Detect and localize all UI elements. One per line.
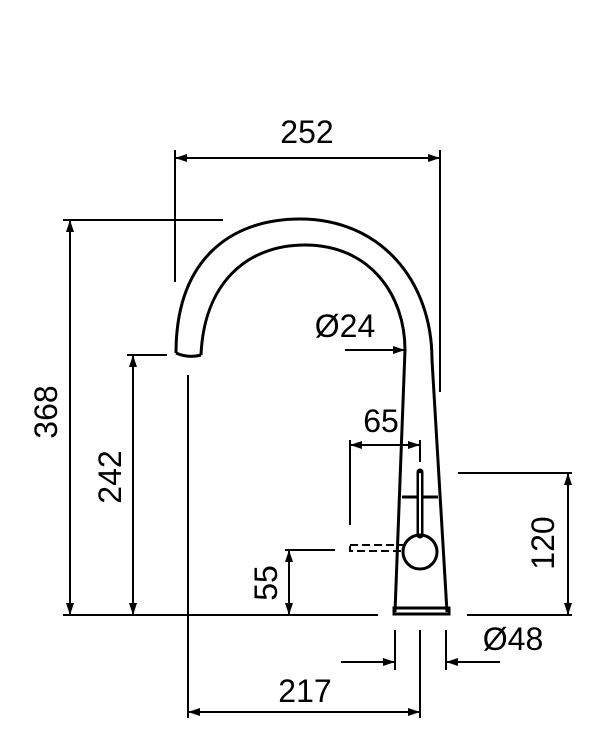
label-242: 242 xyxy=(92,450,128,503)
dimension-lever-swing: 65 xyxy=(349,403,421,525)
lever-knob xyxy=(401,533,439,571)
dimension-body-height: 120 xyxy=(458,472,572,616)
dimension-total-width: 252 xyxy=(174,114,441,392)
base-plate xyxy=(392,606,451,616)
label-120: 120 xyxy=(525,516,561,569)
spout-inner-curve xyxy=(199,243,407,613)
label-252: 252 xyxy=(280,114,333,150)
dimension-spout-reach: 217 xyxy=(187,375,421,718)
dimension-base-diameter: Ø48 xyxy=(341,621,543,670)
faucet-body xyxy=(174,217,451,616)
spout-outlet xyxy=(175,351,202,358)
label-65: 65 xyxy=(363,403,399,439)
label-368: 368 xyxy=(28,385,64,438)
dimension-lever-height: 55 xyxy=(248,549,335,615)
dimension-total-height: 368 xyxy=(28,219,378,616)
label-d24: Ø24 xyxy=(315,308,375,344)
label-d48: Ø48 xyxy=(483,621,543,657)
dimension-spout-diameter: Ø24 xyxy=(315,308,405,354)
spout-outer-curve xyxy=(174,217,449,613)
lever-alt-position-dashed xyxy=(349,546,403,552)
dimension-spout-height: 242 xyxy=(92,354,167,615)
label-217: 217 xyxy=(278,673,331,709)
label-55: 55 xyxy=(248,565,284,601)
